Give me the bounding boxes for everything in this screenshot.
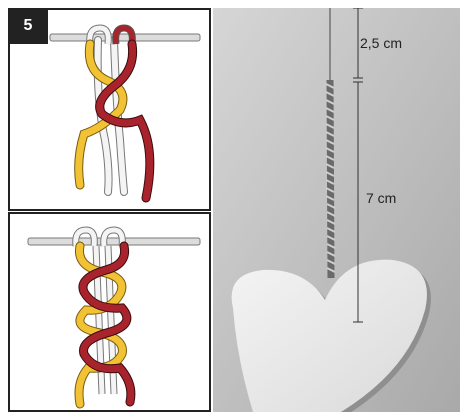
photo-drawing — [213, 8, 460, 412]
dowel-rod — [28, 238, 200, 245]
step-number-badge: 5 — [8, 8, 48, 44]
knot-drawing-b — [10, 214, 213, 412]
photo-heart-pendant — [213, 8, 460, 412]
measurement-label-bottom: 7 cm — [366, 190, 396, 206]
knot-illustration-step-b — [8, 212, 211, 412]
twisted-cord — [326, 80, 335, 278]
dowel-rod — [50, 34, 200, 41]
measurement-label-top: 2,5 cm — [360, 35, 402, 51]
